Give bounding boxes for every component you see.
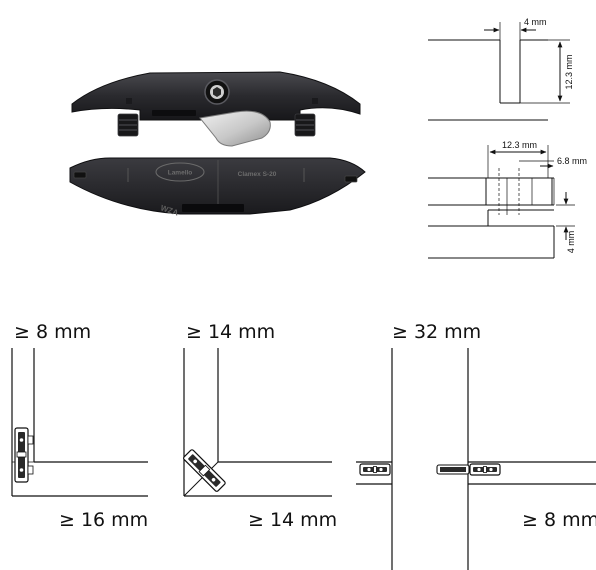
lever-hook <box>199 110 271 147</box>
connector-symbol <box>14 427 34 483</box>
joint-1-bottom-label: ≥ 16 mm <box>59 509 148 531</box>
connector-upper-half <box>71 71 361 137</box>
joint-1-top-label: ≥ 8 mm <box>14 321 91 343</box>
dim-mid-width: 12.3 mm <box>502 140 537 150</box>
model-label: Clamex S-20 <box>238 171 277 178</box>
product-photo: Lamello Clamex S-20 WZA <box>69 71 366 218</box>
connector-symbol <box>183 449 226 492</box>
joint-mitre: ≥ 14 mm ≥ 14 mm <box>183 321 337 531</box>
joint-corner-butt: ≥ 8 mm ≥ 16 mm <box>11 321 148 531</box>
dim-top-gap: 4 mm <box>524 17 547 27</box>
dimension-drawing-top <box>428 22 570 121</box>
joint-2-top-label: ≥ 14 mm <box>186 321 275 343</box>
joint-3-bottom-label: ≥ 8 mm <box>522 509 596 531</box>
dim-mid-depth: 6.8 mm <box>557 156 587 166</box>
dim-low-gap: 4 mm <box>566 231 576 254</box>
connector-lower-half: Lamello Clamex S-20 WZA <box>69 157 366 218</box>
dim-top-height: 12.3 mm <box>564 54 574 89</box>
brand-label: Lamello <box>168 170 193 177</box>
dimension-drawing-bottom <box>428 145 575 259</box>
joint-2-bottom-label: ≥ 14 mm <box>248 509 337 531</box>
joint-3-top-label: ≥ 32 mm <box>392 321 481 343</box>
connector-symbol <box>359 463 501 476</box>
joint-t: ≥ 32 mm ≥ 8 mm <box>356 321 596 570</box>
